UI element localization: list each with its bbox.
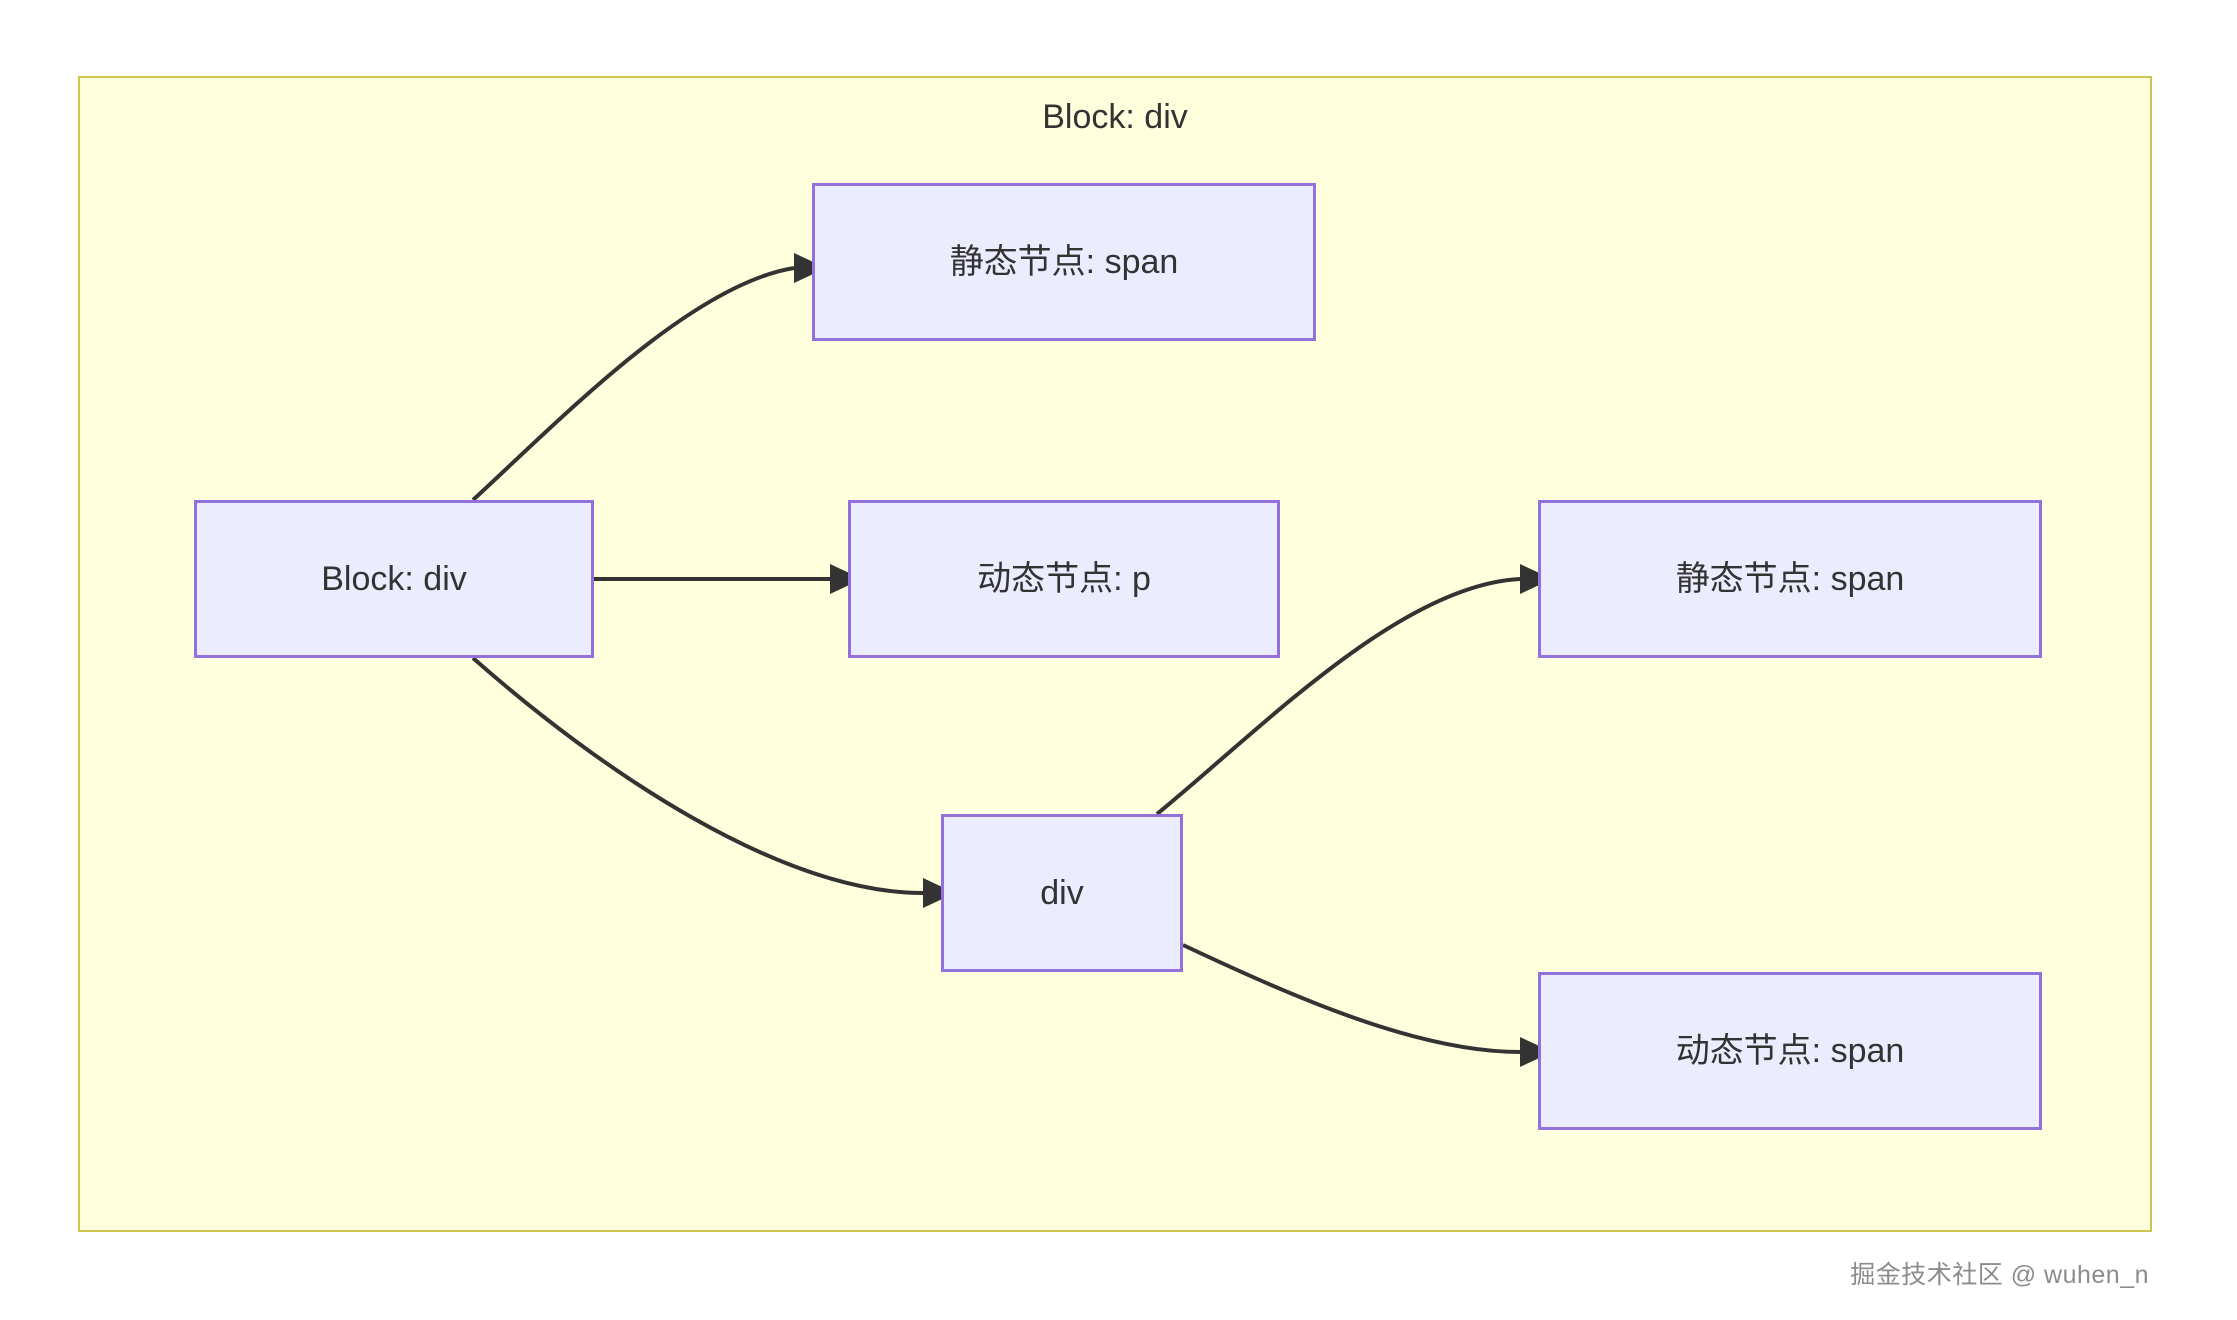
- watermark-text: 掘金技术社区 @ wuhen_n: [1850, 1261, 2149, 1289]
- node-div-label: div: [1040, 874, 1084, 912]
- node-dynamic-span[interactable]: 动态节点: span: [1538, 972, 2042, 1130]
- node-static-span-2[interactable]: 静态节点: span: [1538, 500, 2042, 658]
- node-dynamic-p[interactable]: 动态节点: p: [848, 500, 1280, 658]
- node-dynamic-p-label: 动态节点: p: [977, 560, 1151, 598]
- node-static-span-2-label: 静态节点: span: [1675, 560, 1905, 598]
- node-block-div[interactable]: Block: div: [194, 500, 594, 658]
- node-static-span-1-label: 静态节点: span: [949, 243, 1179, 281]
- node-static-span-1[interactable]: 静态节点: span: [812, 183, 1316, 341]
- node-div[interactable]: div: [941, 814, 1183, 972]
- cluster-title: Block: div: [1042, 98, 1188, 136]
- node-dynamic-span-label: 动态节点: span: [1675, 1032, 1905, 1070]
- node-block-div-label: Block: div: [321, 560, 467, 598]
